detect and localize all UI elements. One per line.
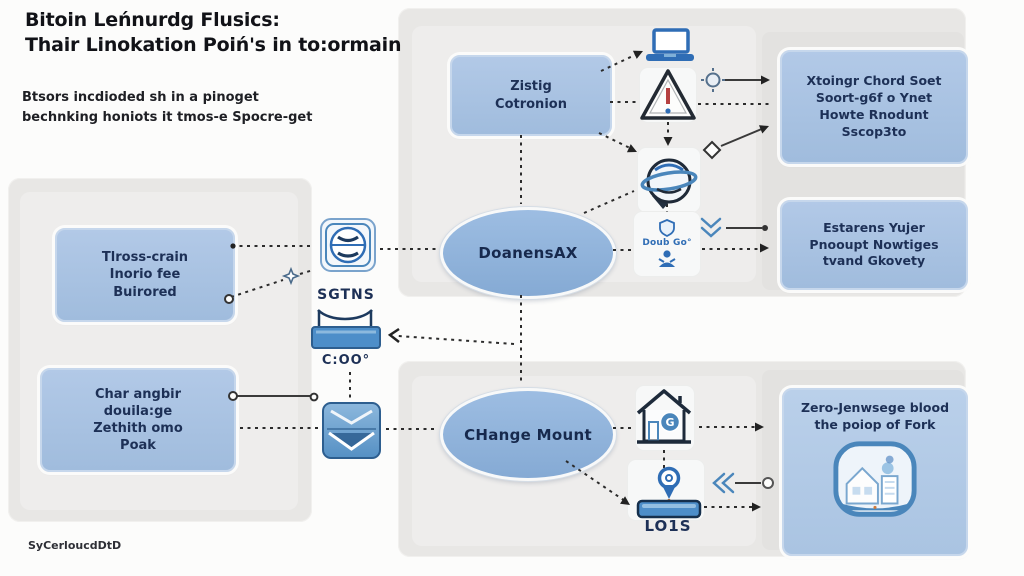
node-right-3-label: Zero-Jenwsege blood the poiop of Fork: [800, 400, 950, 432]
shield-mini-icon: [659, 219, 675, 237]
doub-go-card: Doub Go°: [634, 212, 700, 276]
tray-icon: [311, 309, 381, 349]
node-left-2-label: Char angbir douila:ge Zethith omo Poak: [93, 386, 183, 454]
node-top-label: Zistig Cotronion: [495, 79, 567, 112]
node-center-ellipse: DoanensAX: [440, 207, 616, 299]
globe-card: [638, 148, 700, 212]
city-buildings-icon: [833, 441, 917, 517]
footer-caption: SyCerloucdDtD: [28, 539, 122, 552]
lo1s-label: LO1S: [644, 517, 692, 535]
node-right-1: Xtoingr Chord Soet Soort-g6f o Ynet Howt…: [780, 50, 968, 164]
node-left-2: Char angbir douila:ge Zethith omo Poak: [40, 368, 236, 472]
page-subtitle: Btsors incdioded sh in a pinoget bechnki…: [22, 90, 313, 126]
node-top: Zistig Cotronion: [450, 55, 612, 136]
node-left-1-label: Tlross-crain Inorio fee Buirored: [101, 250, 189, 300]
node-center-ellipse-label: DoanensAX: [478, 244, 578, 262]
node-bottom-ellipse: CHange Mount: [440, 388, 616, 481]
house-card: [636, 386, 694, 450]
person-icon: [658, 250, 676, 267]
warning-card: [640, 68, 696, 122]
node-bottom-ellipse-label: CHange Mount: [464, 425, 592, 444]
node-right-2-label: Estarens Yujer Pnooupt Nowtiges tvand Gk…: [809, 219, 939, 269]
doub-go-label: Doub Go°: [642, 238, 692, 248]
node-right-1-label: Xtoingr Chord Soet Soort-g6f o Ynet Howt…: [806, 73, 942, 139]
node-right-3: Zero-Jenwsege blood the poiop of Fork: [782, 388, 968, 556]
page-title: Bitoin Leńnurdg Flusics: Thair Linokatio…: [25, 9, 402, 56]
node-right-2: Estarens Yujer Pnooupt Nowtiges tvand Gk…: [780, 200, 968, 290]
sgtns-label: SGTNS: [317, 287, 375, 303]
coo-label: C:OO°: [321, 353, 371, 368]
pin-card: [628, 460, 704, 520]
envelope-icon: [322, 402, 381, 459]
badge-emblem-icon: [320, 218, 376, 272]
node-left-1: Tlross-crain Inorio fee Buirored: [55, 228, 235, 322]
